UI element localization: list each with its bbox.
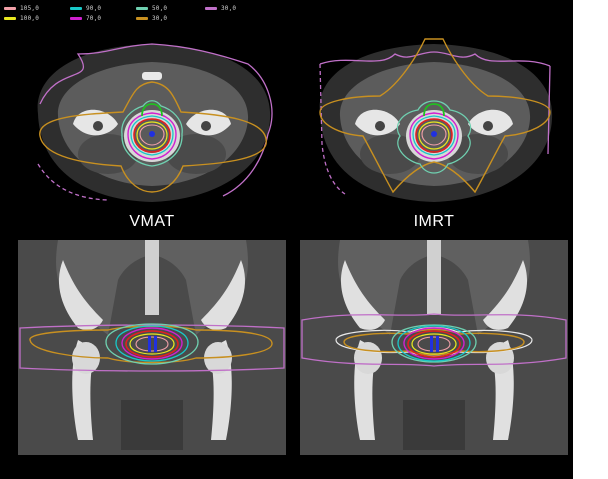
legend-swatch: [205, 6, 217, 10]
legend-label: 50,0: [152, 4, 168, 12]
legend-item-30: 30,0: [136, 13, 167, 23]
legend-item-105: 105,0: [4, 3, 39, 13]
legend-label: 90,0: [86, 4, 102, 12]
legend-swatch: [136, 16, 148, 20]
legend-label: 105,0: [20, 4, 40, 12]
vmat-coronal-ct: [18, 240, 286, 455]
legend-label: 30,0: [221, 4, 237, 12]
legend-item-100: 100,0: [4, 13, 39, 23]
legend-label: 70,0: [86, 14, 102, 22]
imrt-coronal-ct: [300, 240, 568, 455]
imrt-axial-ct: [319, 38, 553, 202]
imrt-label: IMRT: [413, 213, 455, 230]
legend-label: 30,0: [152, 14, 168, 22]
imrt-coronal-panel: [300, 240, 568, 455]
legend-item-50: 50,0: [136, 3, 167, 13]
legend-swatch: [70, 16, 82, 20]
vmat-coronal-panel: [18, 240, 286, 455]
legend-item-70: 70,0: [70, 13, 101, 23]
vmat-label: VMAT: [129, 213, 175, 230]
vmat-axial-panel: [18, 24, 286, 206]
legend-swatch: [4, 16, 16, 20]
legend-swatch: [136, 6, 148, 10]
vmat-axial-ct: [37, 43, 273, 202]
legend-item-90: 90,0: [70, 3, 101, 13]
dose-comparison-figure: 105,0 90,0 50,0 30,0 100,0 70,0 30,0: [0, 0, 573, 479]
legend-label: 100,0: [20, 14, 40, 22]
legend-item-30-outer: 30,0: [205, 3, 236, 13]
legend-swatch: [70, 6, 82, 10]
imrt-axial-panel: [300, 24, 568, 206]
legend-swatch: [4, 6, 16, 10]
isodose-legend: 105,0 90,0 50,0 30,0 100,0 70,0 30,0: [0, 0, 573, 22]
